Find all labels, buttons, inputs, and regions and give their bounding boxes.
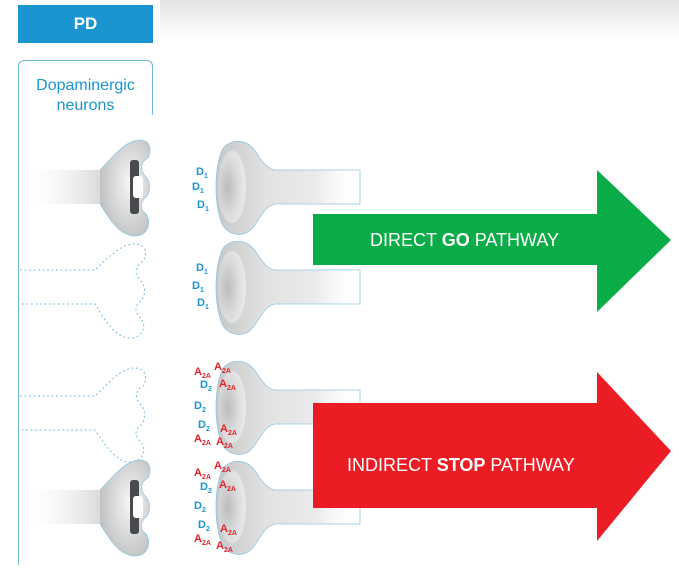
top-shade bbox=[160, 0, 679, 40]
a2a-receptor-label: A2A bbox=[194, 533, 211, 547]
presynaptic-terminal-3-degenerated bbox=[20, 367, 147, 463]
a2a-receptor-label: A2A bbox=[219, 378, 236, 392]
panel-gap bbox=[152, 115, 155, 575]
d2-receptor-label: D2 bbox=[200, 481, 212, 495]
d2-a2a-receptor-group-1: A2A A2A D2 A2A D2 D2 A2A A2A A2A bbox=[194, 361, 237, 450]
pd-header: PD bbox=[18, 5, 153, 43]
a2a-receptor-label: A2A bbox=[220, 523, 237, 537]
presynaptic-terminal-2-degenerated bbox=[20, 243, 147, 339]
indirect-stop-pathway-label: INDIRECT STOP PATHWAY bbox=[347, 455, 575, 475]
postsynaptic-terminal-d1-1 bbox=[215, 141, 361, 235]
dopaminergic-neurons-label: Dopaminergic neurons bbox=[18, 76, 153, 116]
indirect-stop-arrow bbox=[313, 372, 671, 541]
d1-receptor-label: D1 bbox=[196, 262, 208, 276]
a2a-receptor-label: A2A bbox=[219, 479, 236, 493]
d1-receptor-label: D1 bbox=[197, 297, 209, 311]
presynaptic-terminal-1 bbox=[20, 139, 151, 237]
d2-receptor-label: D2 bbox=[194, 500, 206, 514]
a2a-receptor-label: A2A bbox=[214, 361, 231, 375]
d2-receptor-label: D2 bbox=[198, 519, 210, 533]
pd-title: PD bbox=[73, 14, 98, 33]
d1-receptor-label: D1 bbox=[192, 181, 204, 195]
postsynaptic-terminal-d2-2 bbox=[215, 461, 361, 555]
a2a-receptor-label: A2A bbox=[220, 423, 237, 437]
d2-a2a-receptor-group-2: A2A A2A D2 A2A D2 D2 A2A A2A A2A bbox=[194, 460, 237, 554]
a2a-receptor-label: A2A bbox=[216, 540, 233, 554]
label-line-2: neurons bbox=[56, 97, 115, 114]
label-line-1: Dopaminergic bbox=[36, 77, 135, 94]
direct-go-pathway-label: DIRECT GO PATHWAY bbox=[370, 230, 560, 250]
d2-receptor-label: D2 bbox=[200, 379, 212, 393]
d1-receptor-label: D1 bbox=[196, 166, 208, 180]
a2a-receptor-label: A2A bbox=[194, 467, 211, 481]
d1-receptor-group-1: D1 D1 D1 bbox=[192, 166, 209, 213]
direct-go-arrow bbox=[313, 170, 671, 312]
presynaptic-terminal-4 bbox=[20, 459, 151, 557]
d1-receptor-label: D1 bbox=[197, 199, 209, 213]
d2-receptor-label: D2 bbox=[198, 419, 210, 433]
a2a-receptor-label: A2A bbox=[194, 366, 211, 380]
d2-receptor-label: D2 bbox=[194, 400, 206, 414]
a2a-receptor-label: A2A bbox=[216, 436, 233, 450]
d1-receptor-label: D1 bbox=[192, 280, 204, 294]
d1-receptor-group-2: D1 D1 D1 bbox=[192, 262, 209, 311]
a2a-receptor-label: A2A bbox=[214, 460, 231, 474]
postsynaptic-terminal-d1-2 bbox=[215, 241, 361, 335]
postsynaptic-terminal-d2-1 bbox=[215, 361, 361, 455]
a2a-receptor-label: A2A bbox=[194, 433, 211, 447]
